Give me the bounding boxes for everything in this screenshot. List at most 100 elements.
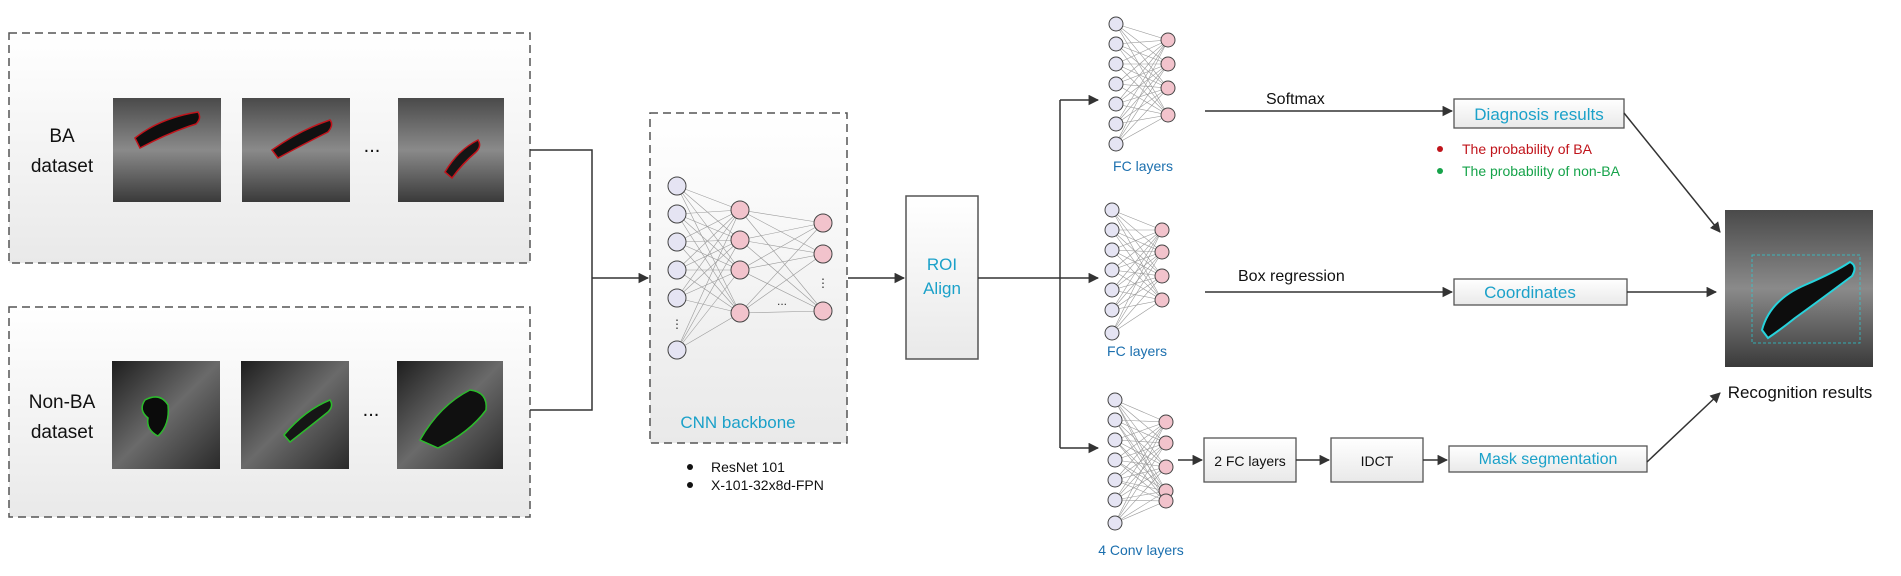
- network-node: [1107, 432, 1123, 448]
- network-edge: [676, 185, 741, 271]
- network-edge: [676, 241, 741, 314]
- prob-nonba-text: The probability of non-BA: [1462, 163, 1621, 179]
- network-edge: [676, 269, 741, 314]
- network-node: [1160, 56, 1176, 72]
- network-edge: [1115, 39, 1169, 45]
- network-node: [1154, 222, 1170, 238]
- network-edge: [676, 269, 741, 299]
- network-edge: [1111, 209, 1163, 253]
- network-node: [1107, 412, 1123, 428]
- network-edge: [1114, 421, 1167, 441]
- bullet-icon: [687, 464, 693, 470]
- network-edge: [1114, 459, 1167, 468]
- ba-dataset-label-line1: BA: [49, 126, 75, 147]
- network-node: [1158, 459, 1174, 475]
- network-node: [1160, 107, 1176, 123]
- network-edge: [1111, 249, 1163, 301]
- ba-ultrasound-image-3: [398, 98, 504, 202]
- network-edge: [1114, 399, 1167, 423]
- network-edge: [1114, 399, 1167, 492]
- network-edge: [739, 209, 824, 224]
- network-edge: [1114, 490, 1167, 501]
- network-edge: [676, 185, 741, 241]
- network-edge: [1114, 419, 1167, 492]
- nonba-ultrasound-image-3: [397, 361, 503, 469]
- network-edge: [1115, 63, 1169, 105]
- backbone-options-list: ResNet 101 X-101-32x8d-FPN: [687, 459, 824, 493]
- network-node: [667, 204, 687, 224]
- network-node: [1160, 80, 1176, 96]
- network-edge: [676, 209, 741, 299]
- network-edge: [1111, 229, 1163, 277]
- network-node: [1108, 76, 1124, 92]
- network-edge: [1111, 251, 1163, 271]
- nonba-ultrasound-image-1: [112, 361, 220, 469]
- network-edge: [1114, 421, 1167, 501]
- network-edge: [1115, 83, 1169, 89]
- network-node: [813, 301, 833, 321]
- network-edge: [676, 239, 741, 271]
- network-edge: [676, 185, 741, 314]
- network-edge: [1111, 229, 1163, 334]
- network-node: [667, 340, 687, 360]
- network-edge: [1114, 459, 1167, 502]
- network-edge: [1114, 459, 1167, 492]
- network-node: [1108, 116, 1124, 132]
- network-node: [813, 244, 833, 264]
- network-edge: [739, 222, 824, 271]
- network-node: [1158, 414, 1174, 430]
- network-edge: [676, 209, 741, 351]
- network-node: [1107, 392, 1123, 408]
- backbone-network-graphic: ⋮...⋮: [667, 176, 833, 360]
- network-node: [667, 232, 687, 252]
- network-edge: [1114, 479, 1167, 502]
- network-node: [1108, 16, 1124, 32]
- network-edge: [1115, 43, 1169, 89]
- idct-label: IDCT: [1361, 453, 1394, 469]
- network-node: [1108, 36, 1124, 52]
- network-edge: [1115, 43, 1169, 116]
- network-node: [1158, 435, 1174, 451]
- mask-segmentation-label: Mask segmentation: [1479, 451, 1618, 468]
- network-node: [1107, 452, 1123, 468]
- network-edge: [1114, 419, 1167, 444]
- network-node: [667, 260, 687, 280]
- network-edge: [1114, 466, 1167, 524]
- coordinates-label: Coordinates: [1484, 283, 1576, 302]
- fc-head-1-label: FC layers: [1113, 158, 1173, 174]
- network-node: [667, 176, 687, 196]
- network-node: [1107, 472, 1123, 488]
- network-node: [1160, 32, 1176, 48]
- network-edge: [1115, 39, 1169, 65]
- network-edge: [1114, 439, 1167, 502]
- network-edge: [1115, 39, 1169, 145]
- network-edge: [676, 239, 741, 299]
- network-edge: [1114, 421, 1167, 524]
- network-edge: [1111, 275, 1163, 291]
- network-edge: [1114, 399, 1167, 444]
- network-edge: [1111, 229, 1163, 301]
- roi-align-label-line2: Align: [923, 279, 961, 298]
- network-node: [1104, 325, 1120, 341]
- network-edge: [1115, 63, 1169, 89]
- network-edge: [1111, 209, 1163, 301]
- network-edge: [1114, 500, 1167, 524]
- two-fc-layers-label: 2 FC layers: [1214, 453, 1286, 469]
- network-edge: [1115, 63, 1169, 116]
- network-edge: [1115, 43, 1169, 65]
- network-edge: [676, 239, 741, 243]
- network-edge: [1115, 83, 1169, 116]
- network-edge: [1114, 442, 1167, 524]
- cnn-backbone-label: CNN backbone: [680, 413, 795, 432]
- network-edge: [676, 213, 741, 271]
- network-edge: [1114, 419, 1167, 423]
- nonba-ellipsis: ...: [363, 399, 380, 421]
- backbone-option-2: X-101-32x8d-FPN: [711, 477, 824, 493]
- network-edge: [1115, 63, 1169, 125]
- network-edge: [1111, 209, 1163, 231]
- ellipsis-mark: ...: [777, 294, 787, 308]
- network-node: [730, 303, 750, 323]
- ba-dataset-panel: BA dataset ...: [8, 32, 531, 264]
- network-node: [1104, 242, 1120, 258]
- network-edge: [676, 213, 741, 241]
